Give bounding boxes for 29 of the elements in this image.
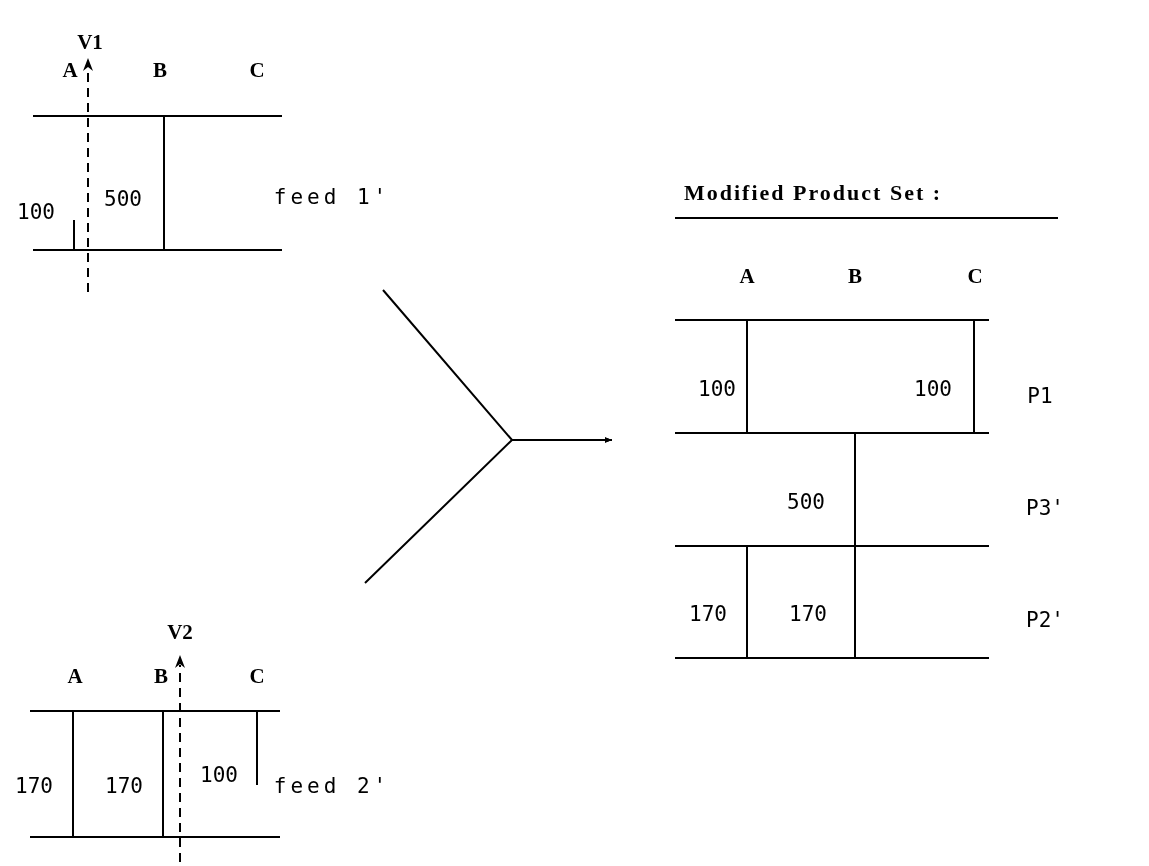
- arrow: [364, 437, 613, 584]
- stream-label: P3': [1026, 497, 1064, 519]
- stream-label: feed 2': [273, 775, 391, 797]
- heading: Modified Product Set :: [684, 182, 943, 204]
- component-band: [675, 545, 989, 659]
- column-label: B: [848, 265, 862, 287]
- quantity-value: 500: [787, 491, 825, 513]
- quantity-value: 100: [200, 764, 238, 786]
- column-label: B: [153, 59, 167, 81]
- stream-label: P2': [1026, 609, 1064, 631]
- cut-label: V2: [167, 621, 193, 643]
- quantity-value: 100: [698, 378, 736, 400]
- cut-label: V1: [77, 31, 103, 53]
- quantity-value: 170: [15, 775, 53, 797]
- quantity-value: 100: [17, 201, 55, 223]
- column-label: C: [249, 59, 265, 81]
- column-label: A: [739, 265, 755, 287]
- quantity-value: 500: [104, 188, 142, 210]
- quantity-value: 170: [689, 603, 727, 625]
- column-label: A: [67, 665, 83, 687]
- column-label: A: [62, 59, 78, 81]
- column-label: B: [154, 665, 168, 687]
- column-label: C: [249, 665, 265, 687]
- quantity-value: 100: [914, 378, 952, 400]
- column-label: C: [967, 265, 983, 287]
- quantity-value: 170: [105, 775, 143, 797]
- quantity-value: 170: [789, 603, 827, 625]
- stream-label: feed 1': [273, 186, 391, 208]
- stream-label: P1: [1027, 385, 1053, 407]
